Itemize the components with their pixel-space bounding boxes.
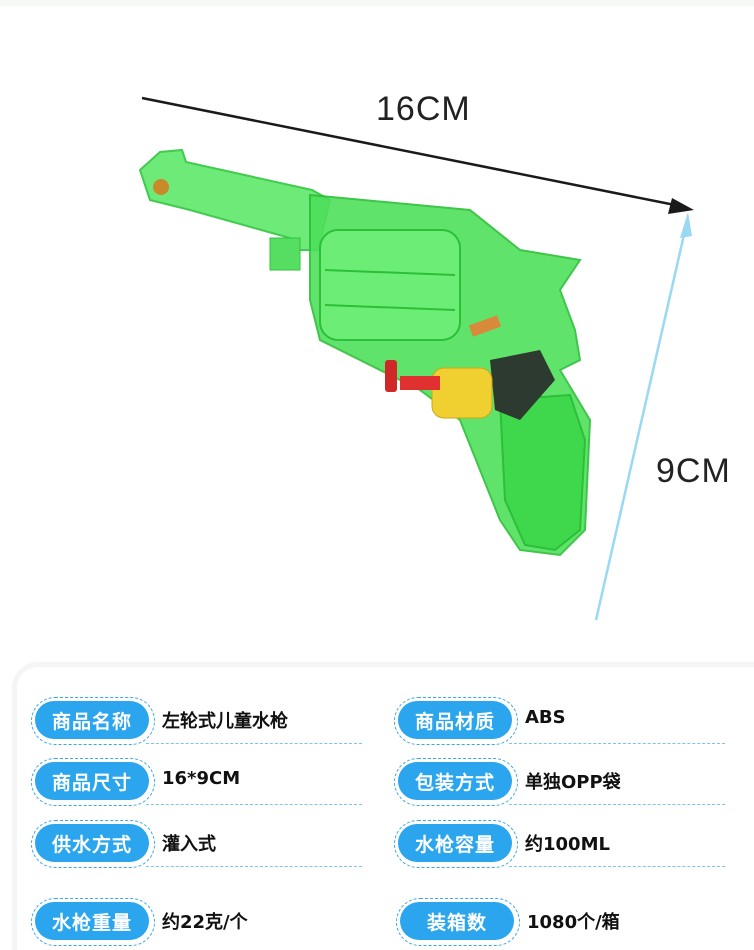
- divider: [509, 743, 725, 744]
- pill-outline: [31, 758, 155, 806]
- spec-value: ABS: [525, 707, 566, 728]
- product-illustration: [138, 96, 694, 621]
- pill-outline: [394, 758, 518, 806]
- pill-outline: [394, 820, 518, 868]
- spec-label: 商品材质: [398, 701, 512, 739]
- pill-outline: [396, 898, 520, 946]
- height-arrow: [594, 212, 692, 621]
- spec-value: 约100ML: [525, 834, 610, 855]
- spec-label: 水枪容量: [398, 824, 512, 862]
- pill-outline: [31, 898, 155, 946]
- divider: [509, 804, 725, 805]
- pill-outline: [394, 697, 518, 745]
- divider: [146, 804, 362, 805]
- divider: [146, 866, 362, 867]
- spec-label: 装箱数: [400, 902, 514, 940]
- spec-label: 水枪重量: [35, 902, 149, 940]
- spec-label: 包装方式: [398, 762, 512, 800]
- spec-value: 1080个/箱: [527, 912, 620, 933]
- spec-label: 商品名称: [35, 701, 149, 739]
- height-label: 9CM: [656, 452, 731, 490]
- spec-value: 约22克/个: [162, 912, 248, 933]
- length-arrow: [141, 96, 694, 214]
- water-gun-image: [138, 148, 592, 557]
- spec-value: 16*9CM: [162, 768, 241, 789]
- spec-label: 商品尺寸: [35, 762, 149, 800]
- length-label: 16CM: [376, 90, 471, 128]
- spec-value: 灌入式: [162, 834, 216, 855]
- spec-value: 左轮式儿童水枪: [162, 711, 288, 732]
- divider: [146, 743, 362, 744]
- spec-value: 单独OPP袋: [525, 772, 621, 793]
- pill-outline: [31, 820, 155, 868]
- pill-outline: [31, 697, 155, 745]
- divider: [509, 866, 725, 867]
- top-strip: [0, 0, 754, 6]
- spec-label: 供水方式: [35, 824, 149, 862]
